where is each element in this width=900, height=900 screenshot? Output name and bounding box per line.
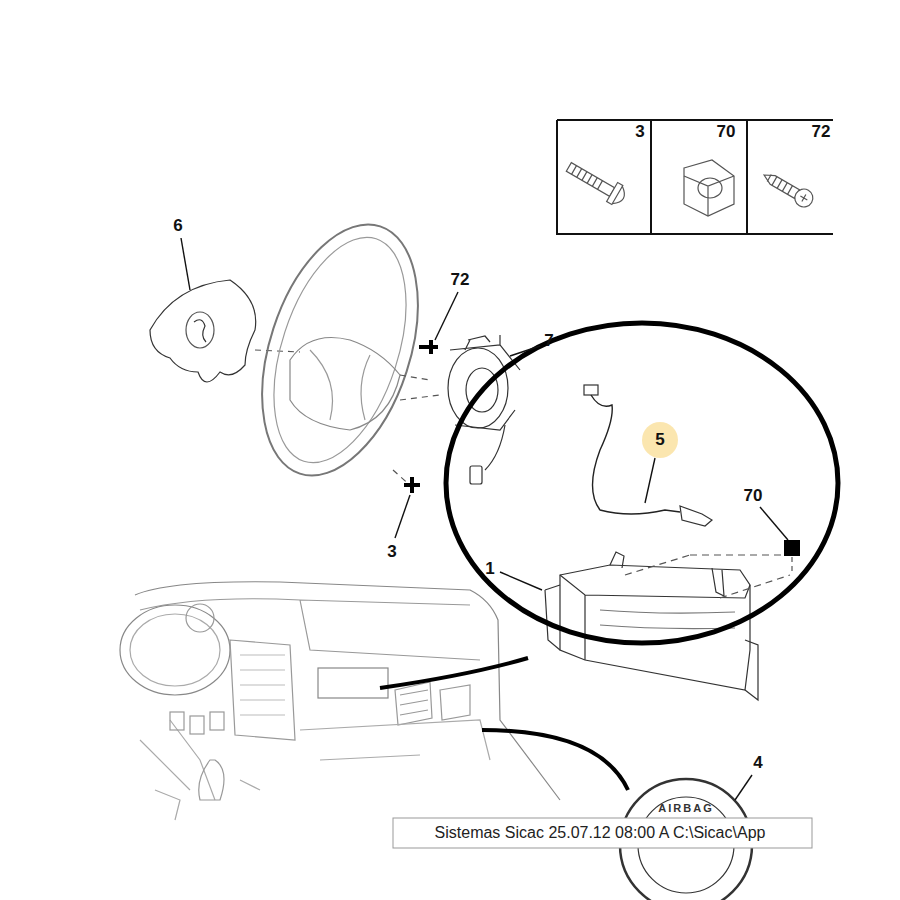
callout-number: 70: [744, 487, 763, 506]
badge-text: AIRBAG: [658, 802, 713, 814]
table-header: 70: [717, 123, 736, 142]
callout-number: 5: [655, 431, 664, 450]
callout-number: 1: [485, 560, 494, 579]
table-header: 72: [812, 123, 831, 142]
callout-number: 4: [753, 754, 762, 773]
callout-number: 6: [173, 217, 182, 236]
footer-text: Sistemas Sicac 25.07.12 08:00 A C:\Sicac…: [435, 824, 766, 842]
callout-number: 3: [387, 543, 396, 562]
callout-number: 72: [451, 271, 470, 290]
callout-number: 7: [544, 332, 553, 351]
table-header: 3: [635, 123, 644, 142]
